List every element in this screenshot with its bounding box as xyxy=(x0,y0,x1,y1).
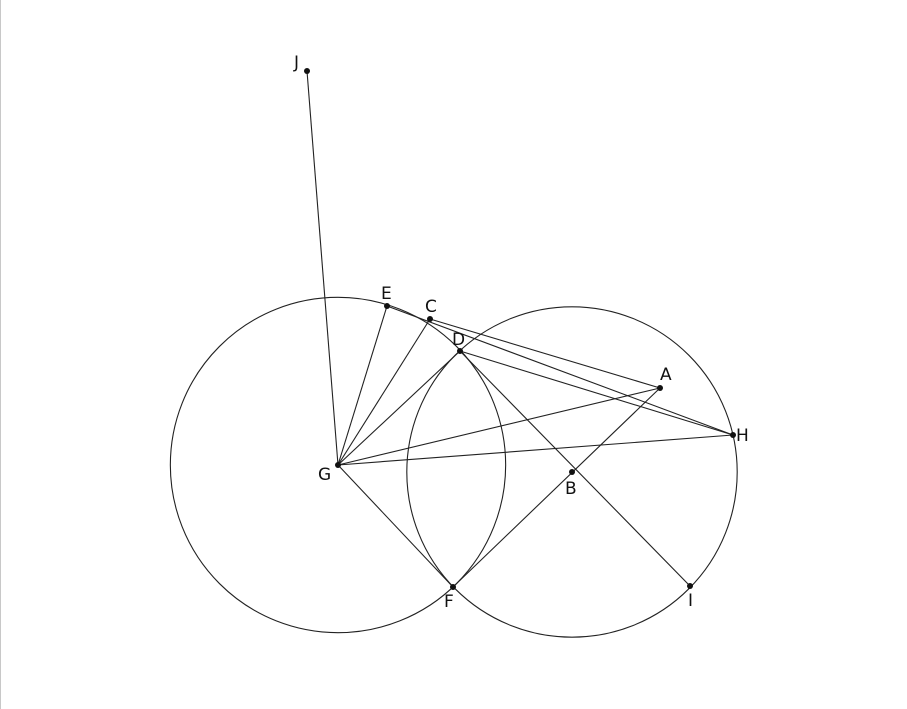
segment-di xyxy=(459,350,691,587)
segment-gj xyxy=(306,70,339,466)
label-g: G xyxy=(318,465,331,485)
segment-eh xyxy=(386,305,734,436)
segment-gh xyxy=(337,434,734,466)
label-f: F xyxy=(444,592,454,612)
point-h[interactable] xyxy=(730,432,736,438)
label-b: B xyxy=(565,479,577,499)
circle-center-b xyxy=(406,306,738,638)
segment-ca xyxy=(429,318,661,389)
point-c[interactable] xyxy=(427,316,433,322)
point-a[interactable] xyxy=(657,385,663,391)
segment-gf xyxy=(337,464,454,588)
point-b[interactable] xyxy=(569,469,575,475)
segment-gc xyxy=(337,318,431,466)
label-c: C xyxy=(425,297,437,317)
point-j[interactable] xyxy=(304,68,310,74)
canvas-left-border xyxy=(0,0,1,709)
point-e[interactable] xyxy=(384,303,390,309)
point-i[interactable] xyxy=(687,583,693,589)
point-f[interactable] xyxy=(450,584,456,590)
segment-ga xyxy=(337,387,661,466)
circle-center-g xyxy=(169,296,507,634)
segment-gd xyxy=(337,350,461,466)
label-h: H xyxy=(736,426,749,446)
label-d: D xyxy=(452,330,465,350)
segment-ge xyxy=(337,305,388,466)
point-g[interactable] xyxy=(335,462,341,468)
label-j: J xyxy=(293,53,299,73)
label-e: E xyxy=(381,284,392,304)
point-d[interactable] xyxy=(457,348,463,354)
label-a: A xyxy=(660,365,672,385)
segment-fa xyxy=(452,387,661,588)
segment-dh xyxy=(459,350,734,436)
label-i: I xyxy=(688,591,693,611)
